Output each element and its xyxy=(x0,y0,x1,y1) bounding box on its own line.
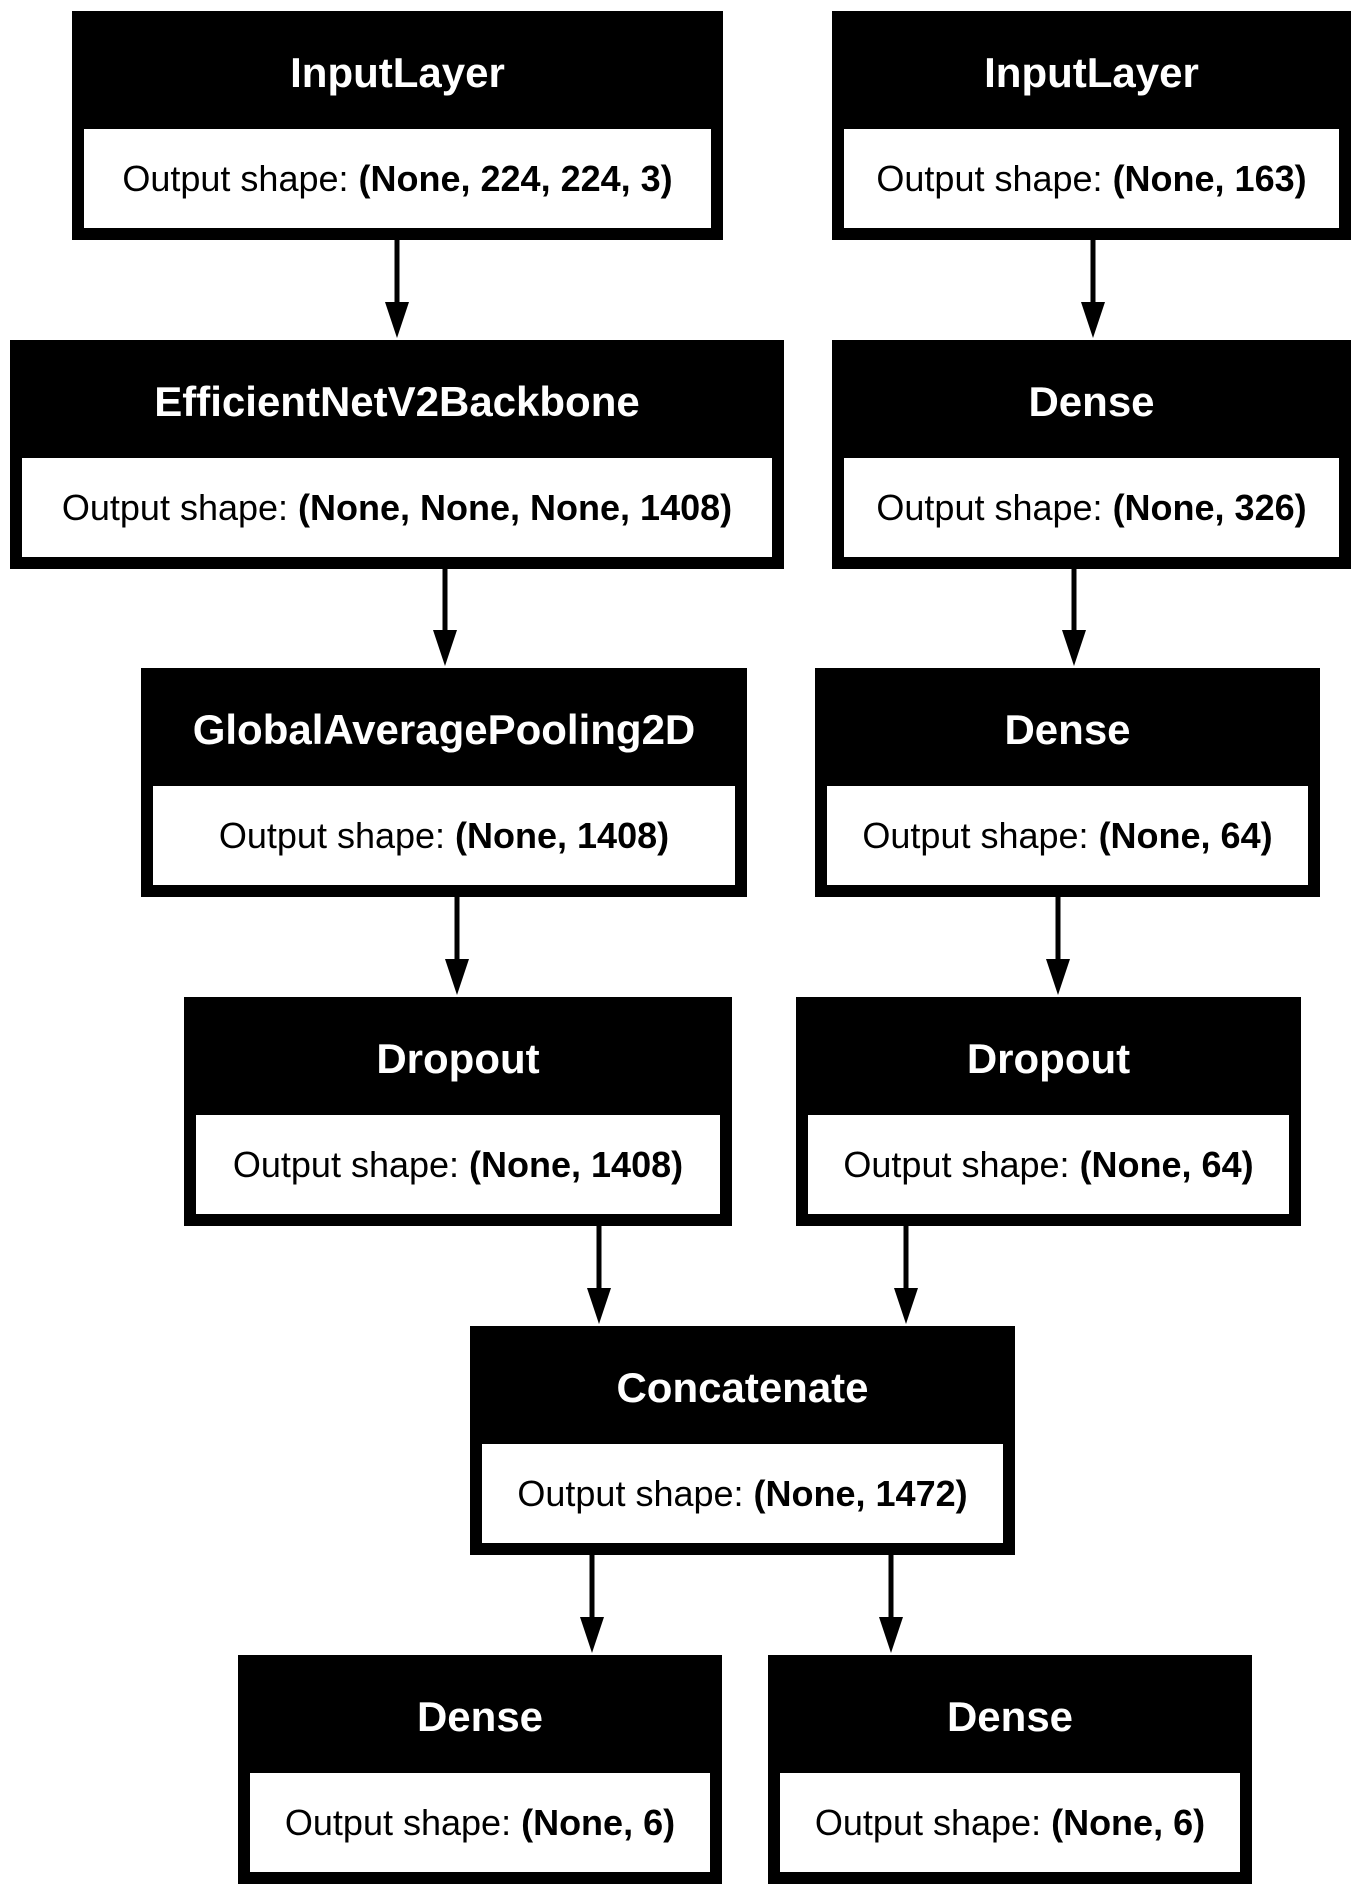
node-output-shape: Output shape:(None, 326) xyxy=(844,458,1339,557)
edge-concatenate-to-dense_out_1 xyxy=(580,1555,604,1653)
node-title: Dropout xyxy=(376,1035,540,1082)
arrowhead xyxy=(879,1617,903,1653)
output-shape-label: Output shape: xyxy=(843,1143,1070,1185)
output-shape-value: (None, 1408) xyxy=(455,814,670,856)
edge-concatenate-to-dense_out_2 xyxy=(879,1555,903,1653)
edge-efficientnet_backbone-to-global_avg_pool xyxy=(433,569,457,666)
output-shape-label: Output shape: xyxy=(122,157,349,199)
arrowhead xyxy=(445,959,469,995)
output-shape-value: (None, 6) xyxy=(521,1801,676,1843)
edge-input_image-to-efficientnet_backbone xyxy=(385,240,409,338)
output-shape-value: (None, None, None, 1408) xyxy=(298,486,733,528)
output-shape-label: Output shape: xyxy=(232,1143,460,1185)
edge-dropout_left-to-concatenate xyxy=(587,1226,611,1324)
output-shape-value: (None, 1408) xyxy=(469,1143,684,1185)
output-shape-value: (None, 64) xyxy=(1098,814,1273,856)
node-output-shape: Output shape:(None, 163) xyxy=(844,129,1339,228)
edge-input_tabular-to-dense_1 xyxy=(1081,240,1105,338)
node-global-average-pooling: GlobalAveragePooling2D Output shape:(Non… xyxy=(141,668,747,897)
edge-dropout_right-to-concatenate xyxy=(894,1226,918,1324)
arrowhead xyxy=(580,1617,604,1653)
arrowhead xyxy=(587,1288,611,1324)
output-shape-value: (None, 6) xyxy=(1051,1801,1206,1843)
arrowhead xyxy=(894,1288,918,1324)
node-title: Dense xyxy=(946,1693,1074,1740)
edge-dense_1-to-dense_2 xyxy=(1062,569,1086,666)
node-output-shape: Output shape:(None, 1408) xyxy=(153,786,735,885)
node-title: Dropout xyxy=(966,1035,1131,1082)
node-dense-output-2: Dense Output shape:(None, 6) xyxy=(768,1655,1252,1884)
edge-dense_2-to-dropout_right xyxy=(1046,897,1070,995)
node-dense-2: Dense Output shape:(None, 64) xyxy=(815,668,1320,897)
arrowhead xyxy=(1081,302,1105,338)
output-shape-value: (None, 163) xyxy=(1112,157,1307,199)
output-shape-label: Output shape: xyxy=(517,1472,744,1514)
output-shape-label: Output shape: xyxy=(862,814,1089,856)
output-shape-label: Output shape: xyxy=(876,486,1103,528)
output-shape-label: Output shape: xyxy=(61,486,289,528)
arrowhead xyxy=(433,630,457,666)
node-title: GlobalAveragePooling2D xyxy=(192,706,696,753)
node-title: EfficientNetV2Backbone xyxy=(154,378,640,425)
arrowhead xyxy=(1062,630,1086,666)
arrowhead xyxy=(385,302,409,338)
node-title: Dense xyxy=(1028,378,1155,425)
node-title: Concatenate xyxy=(616,1364,869,1411)
node-output-shape: Output shape:(None, 6) xyxy=(250,1773,710,1872)
node-input-tabular: InputLayer Output shape:(None, 163) xyxy=(832,11,1351,240)
output-shape-value: (None, 1472) xyxy=(753,1472,968,1514)
node-dense-output-1: Dense Output shape:(None, 6) xyxy=(238,1655,722,1884)
node-title: InputLayer xyxy=(984,49,1199,96)
node-output-shape: Output shape:(None, 6) xyxy=(780,1773,1240,1872)
output-shape-value: (None, 224, 224, 3) xyxy=(358,157,673,199)
edge-global_avg_pool-to-dropout_left xyxy=(445,897,469,995)
node-output-shape: Output shape:(None, 1408) xyxy=(196,1115,720,1214)
output-shape-label: Output shape: xyxy=(284,1801,512,1843)
node-efficientnet-backbone: EfficientNetV2Backbone Output shape:(Non… xyxy=(10,340,784,569)
node-dropout-right: Dropout Output shape:(None, 64) xyxy=(796,997,1301,1226)
node-concatenate: Concatenate Output shape:(None, 1472) xyxy=(470,1326,1015,1555)
node-output-shape: Output shape:(None, None, None, 1408) xyxy=(22,458,772,557)
node-dropout-left: Dropout Output shape:(None, 1408) xyxy=(184,997,732,1226)
output-shape-label: Output shape: xyxy=(814,1801,1042,1843)
node-dense-1: Dense Output shape:(None, 326) xyxy=(832,340,1351,569)
node-output-shape: Output shape:(None, 64) xyxy=(827,786,1308,885)
output-shape-value: (None, 326) xyxy=(1112,486,1307,528)
node-output-shape: Output shape:(None, 1472) xyxy=(482,1444,1003,1543)
node-output-shape: Output shape:(None, 224, 224, 3) xyxy=(84,129,711,228)
output-shape-label: Output shape: xyxy=(218,814,446,856)
node-input-image: InputLayer Output shape:(None, 224, 224,… xyxy=(72,11,723,240)
output-shape-label: Output shape: xyxy=(876,157,1103,199)
node-title: Dense xyxy=(1004,706,1131,753)
arrowhead xyxy=(1046,959,1070,995)
node-title: InputLayer xyxy=(290,49,505,96)
node-title: Dense xyxy=(416,1693,544,1740)
node-output-shape: Output shape:(None, 64) xyxy=(808,1115,1289,1214)
output-shape-value: (None, 64) xyxy=(1079,1143,1254,1185)
